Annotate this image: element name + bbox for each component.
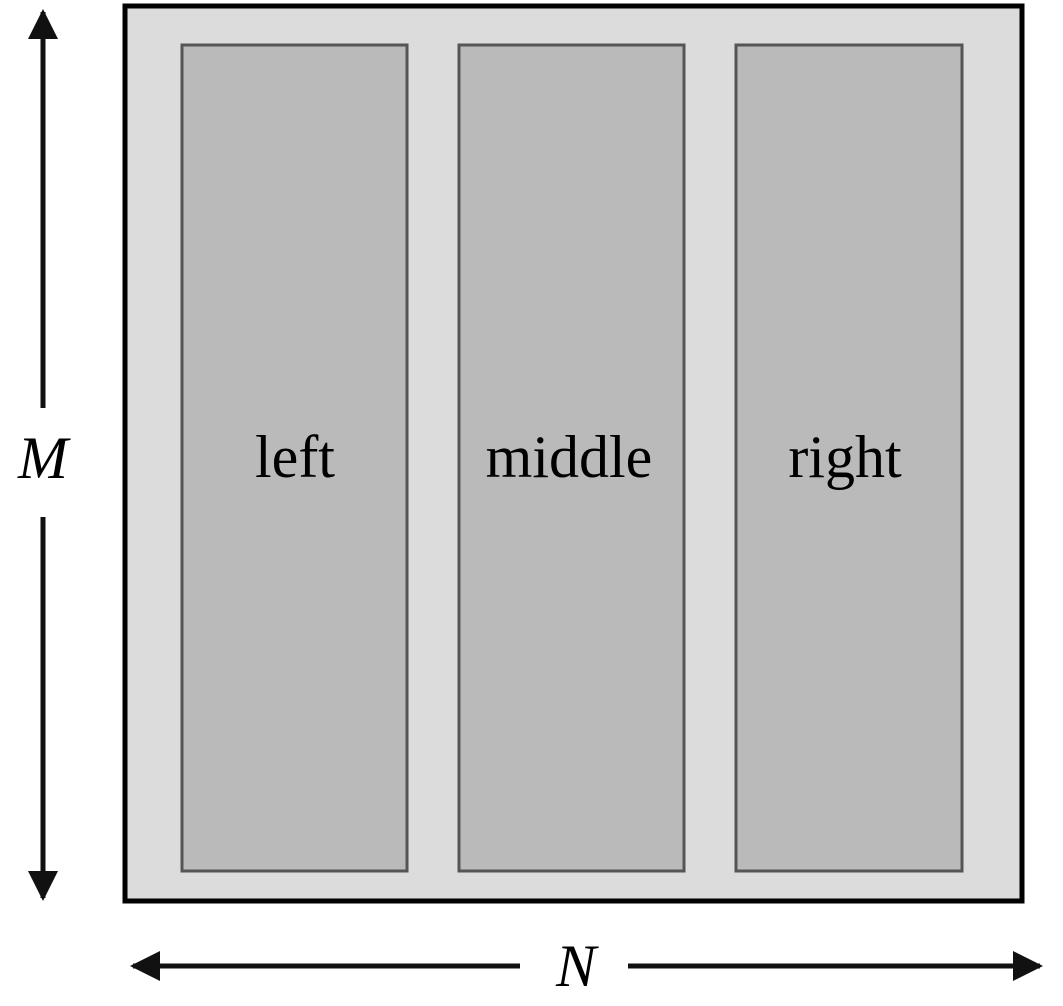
panel-right <box>734 43 964 873</box>
height-label: M <box>17 425 71 491</box>
width-label: N <box>555 933 599 999</box>
panel-left-label: left <box>255 424 335 490</box>
panel-right-label: right <box>788 424 902 490</box>
panel-middle-label: middle <box>486 424 653 490</box>
panel-left <box>180 43 409 873</box>
panel-middle <box>457 43 686 873</box>
